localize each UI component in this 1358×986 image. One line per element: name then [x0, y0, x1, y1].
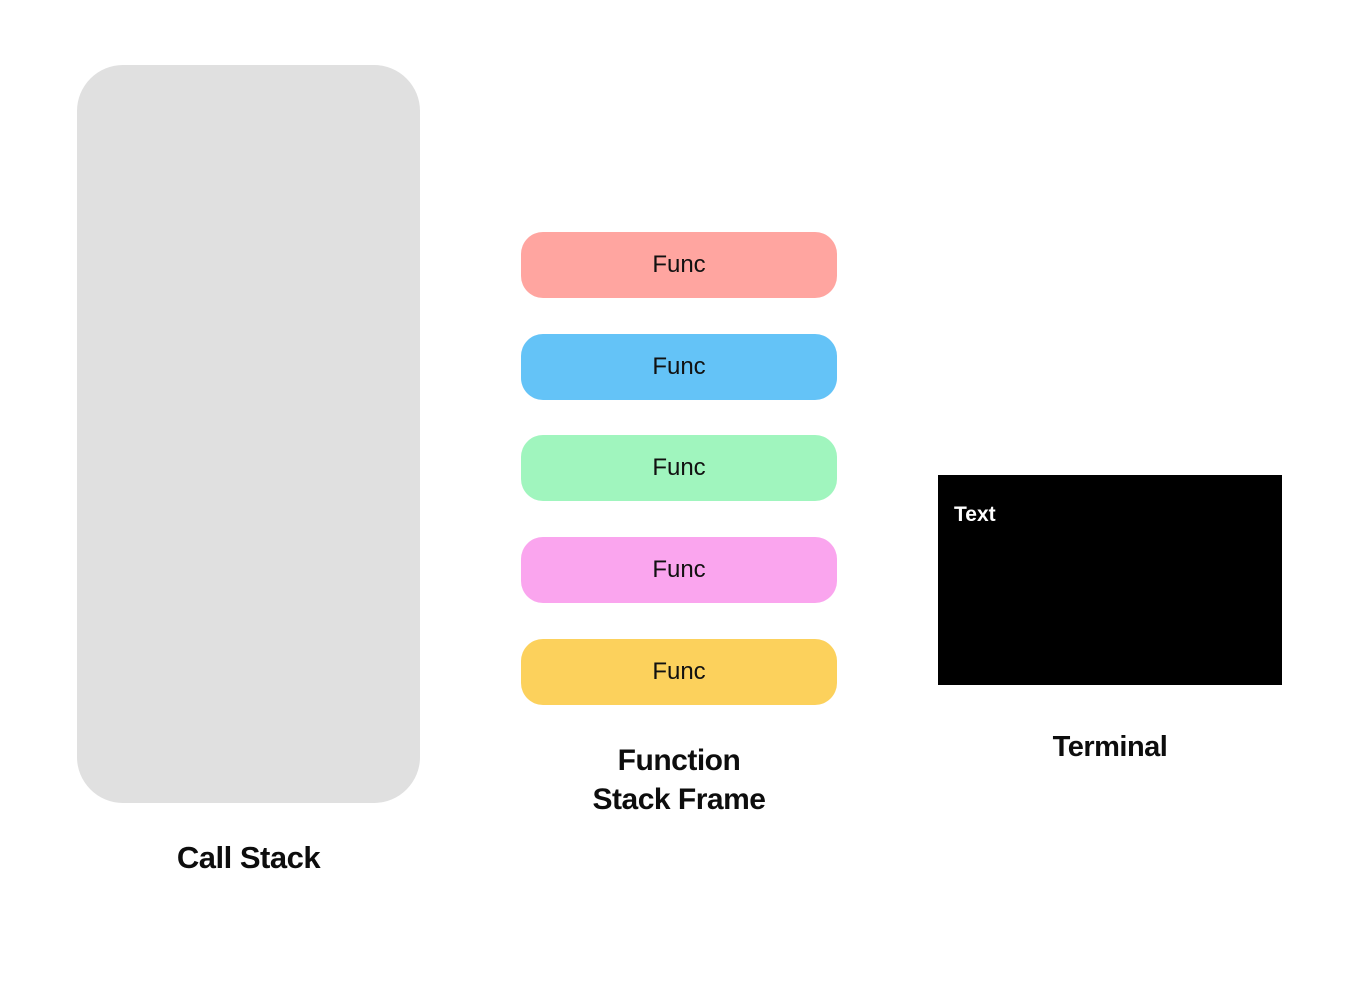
- terminal-label: Terminal: [1052, 731, 1168, 763]
- call-stack-panel: [77, 65, 420, 803]
- stack-frame-4: Func: [521, 537, 837, 603]
- stack-frame-5: Func: [521, 639, 837, 705]
- function-stack-frame-label: Function Stack Frame: [521, 741, 837, 819]
- terminal-box: Text: [938, 475, 1282, 685]
- stack-frame-3: Func: [521, 435, 837, 501]
- stack-frame-2: Func: [521, 334, 837, 400]
- function-stack-frame-label-line2: Stack Frame: [592, 783, 766, 816]
- call-stack-label: Call Stack: [176, 840, 321, 875]
- function-stack-frame-label-line1: Function: [617, 744, 741, 777]
- stack-frame-1: Func: [521, 232, 837, 298]
- terminal-text: Text: [954, 503, 996, 526]
